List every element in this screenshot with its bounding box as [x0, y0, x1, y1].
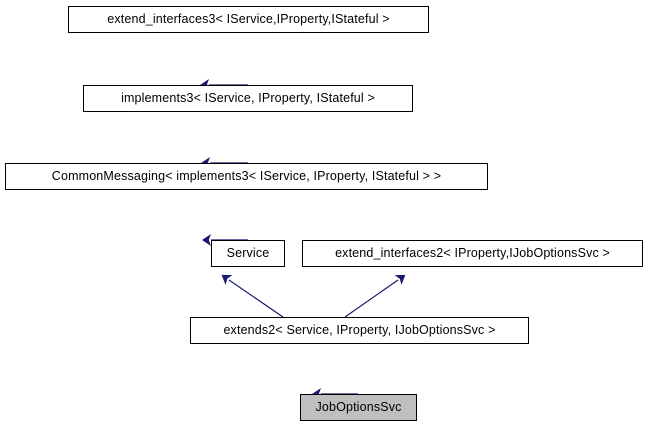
node-commonmessaging[interactable]: CommonMessaging< implements3< IService, …: [5, 163, 488, 190]
node-joboptionssvc[interactable]: JobOptionsSvc: [300, 394, 417, 421]
node-implements3[interactable]: implements3< IService, IProperty, IState…: [83, 85, 413, 112]
edge-extends2-to-extend-interfaces2: [344, 274, 406, 318]
node-extends2[interactable]: extends2< Service, IProperty, IJobOption…: [190, 317, 529, 344]
node-service[interactable]: Service: [211, 240, 285, 267]
edge-extends2-to-service: [221, 274, 284, 318]
node-extend-interfaces2[interactable]: extend_interfaces2< IProperty,IJobOption…: [302, 240, 643, 267]
node-extend-interfaces3[interactable]: extend_interfaces3< IService,IProperty,I…: [68, 6, 429, 33]
